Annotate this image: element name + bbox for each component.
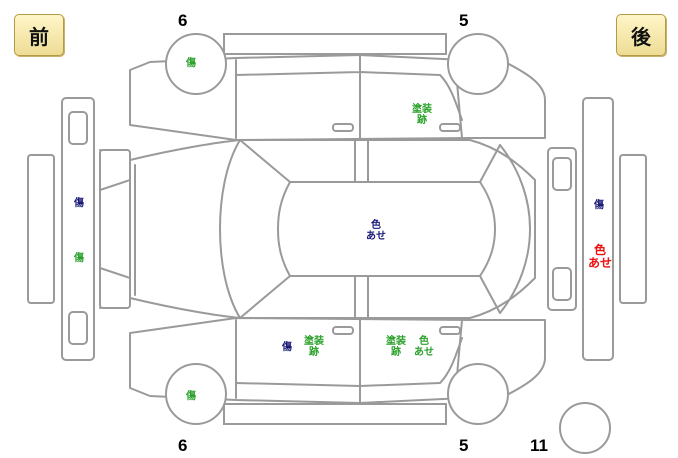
bottom-side-body <box>129 317 546 404</box>
bottom-rear-wheel <box>447 363 509 425</box>
mark-bottom-front-door-a: 傷 <box>282 342 292 353</box>
front-bumper <box>61 97 95 361</box>
spare-tire-number: 11 <box>530 436 548 455</box>
bottom-rear-wheel-number: 5 <box>459 436 469 455</box>
bottom-side-skirt <box>223 403 447 425</box>
mark-front-bumper-lower: 傷 <box>74 253 84 264</box>
rear-bumper <box>582 97 614 361</box>
rear-outer-panel <box>619 154 647 304</box>
mark-top-rear-door: 塗装 跡 <box>412 104 432 126</box>
top-rear-wheel <box>447 33 509 95</box>
top-rear-wheel-number: 5 <box>459 11 469 30</box>
top-side-body <box>129 54 546 141</box>
mark-bottom-front-door-b: 塗装 跡 <box>304 336 324 358</box>
roof-panel <box>276 181 497 277</box>
front-badge: 前 <box>14 14 64 56</box>
bottom-front-wheel-number: 6 <box>178 436 188 455</box>
bottom-front-wheel <box>165 363 227 425</box>
front-grille <box>99 149 131 309</box>
top-front-wheel-number: 6 <box>178 11 188 30</box>
mark-roof: 色 あせ <box>366 220 386 242</box>
mark-top-front-wheel: 傷 <box>186 58 196 69</box>
mark-front-bumper-upper: 傷 <box>74 198 84 209</box>
top-view-body <box>129 139 536 319</box>
mark-bottom-rear-door-b: 色 あせ <box>414 336 434 358</box>
rear-badge: 後 <box>616 14 666 56</box>
top-front-wheel <box>165 33 227 95</box>
mark-rear-bumper-upper: 傷 <box>594 200 604 211</box>
mark-bottom-front-wheel: 傷 <box>186 391 196 402</box>
top-side-skirt <box>223 33 447 55</box>
mark-bottom-rear-door-a: 塗装 跡 <box>386 336 406 358</box>
spare-tire <box>559 402 611 454</box>
front-outer-bumper <box>27 154 55 304</box>
mark-rear-bumper-lower: 色 あせ <box>588 243 613 270</box>
